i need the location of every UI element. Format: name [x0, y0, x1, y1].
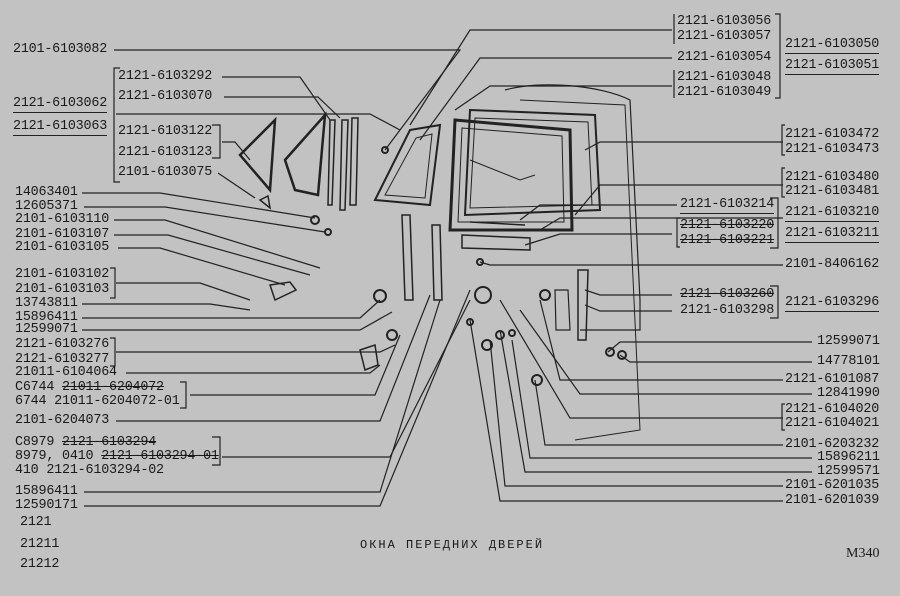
part-label: 12599071 [15, 322, 78, 337]
part-label: 2121-6103049 [677, 85, 772, 100]
part-label: C8979 2121-6103294 [15, 435, 156, 451]
part-label: 13743811 [15, 296, 78, 311]
part-label: 2121-6103298 [680, 303, 775, 318]
part-label: 2121-6103122 [118, 124, 213, 139]
part-label: 2121-6103048 [677, 70, 772, 85]
part-label: 2121-6103214 [680, 197, 775, 214]
part-label: 2101-6103107 [15, 227, 110, 242]
superseded-part: 2121-6103260 [680, 287, 775, 302]
part-label: 8979, 0410 2121-6103294-01 [15, 449, 219, 465]
part-label: 2121-6103480 [785, 170, 880, 185]
door-assembly [238, 84, 641, 441]
part-label: 6744 21011-6204072-01 [15, 394, 180, 409]
part-label: 2121-6103056 [677, 14, 772, 29]
part-label: 2101-6103103 [15, 282, 110, 297]
part-label: C6744 21011-6204072 [15, 380, 164, 396]
part-label: 2101-6103082 [13, 42, 108, 57]
superseded-part: 21011-6204072 [62, 380, 164, 395]
part-label: 2121-6101087 [785, 372, 880, 387]
part-label: 15896411 [15, 484, 78, 499]
part-label: 2121-6103062 [13, 96, 108, 113]
part-label: 2121-6103472 [785, 127, 880, 142]
part-label: 2121-6103051 [785, 58, 880, 75]
part-label: 12841990 [817, 386, 880, 401]
part-label: 2121-6103481 [785, 184, 880, 199]
model-label: 2121 [20, 515, 52, 530]
part-label: 21011-6104064 [15, 365, 117, 380]
part-label: 2121-6103123 [118, 145, 213, 160]
part-label: 15896411 [15, 310, 78, 325]
part-label: 14063401 [15, 185, 78, 200]
superseded-part: 2121-6103221 [680, 233, 775, 248]
part-label: 14778101 [817, 354, 880, 369]
part-label: 2121-6103063 [13, 119, 108, 136]
part-label: 2101-6103110 [15, 212, 110, 227]
part-code-prefix: C8979 [15, 435, 55, 450]
part-label: 2121-6103050 [785, 37, 880, 54]
part-label: 2121-6104020 [785, 402, 880, 417]
part-label: 2121-6103277 [15, 352, 110, 367]
part-label: 2101-6103075 [118, 165, 213, 180]
part-code-prefix: C6744 [15, 380, 55, 395]
part-label: 2121-6103054 [677, 50, 772, 65]
leader-lines-right [409, 29, 812, 502]
superseded-part: 2121-6103294-01 [101, 449, 219, 464]
model-label: 21211 [20, 537, 60, 552]
diagram-title: ОКНА ПЕРЕДНИХ ДВЕРЕЙ [360, 538, 545, 552]
model-label: 21212 [20, 557, 60, 572]
part-label: 12590171 [15, 498, 78, 513]
part-label: 2101-6204073 [15, 413, 110, 428]
part-label: 2101-8406162 [785, 257, 880, 272]
part-label: 2121-6103296 [785, 295, 880, 312]
part-label: 2121-6103292 [118, 69, 213, 84]
part-label: 15896211 [817, 450, 880, 465]
superseded-part: 2121-6103220 [680, 218, 775, 233]
part-label: 2121-6104021 [785, 416, 880, 431]
brackets [110, 13, 785, 466]
drawing-code: М340 [846, 546, 880, 561]
leader-lines-left [82, 49, 471, 507]
part-label: 2101-6103105 [15, 240, 110, 255]
part-code-prefix: 8979, 0410 [15, 449, 94, 464]
part-label: 2121-6103276 [15, 337, 110, 352]
superseded-part: 2121-6103294 [62, 435, 157, 450]
part-label: 2101-6201039 [785, 493, 880, 508]
part-label: 2121-6103211 [785, 226, 880, 243]
part-label: 2101-6201035 [785, 478, 880, 493]
part-label: 2121-6103473 [785, 142, 880, 157]
part-label: 2121-6103210 [785, 205, 880, 222]
part-label: 2101-6203232 [785, 437, 880, 452]
part-label: 2121-6103070 [118, 89, 213, 104]
part-label: 2101-6103102 [15, 267, 110, 282]
part-label: 12605371 [15, 199, 78, 214]
part-label: 12599071 [817, 334, 880, 349]
part-label: 410 2121-6103294-02 [15, 463, 164, 478]
part-label: 2121-6103057 [677, 29, 772, 44]
part-label: 12599571 [817, 464, 880, 479]
